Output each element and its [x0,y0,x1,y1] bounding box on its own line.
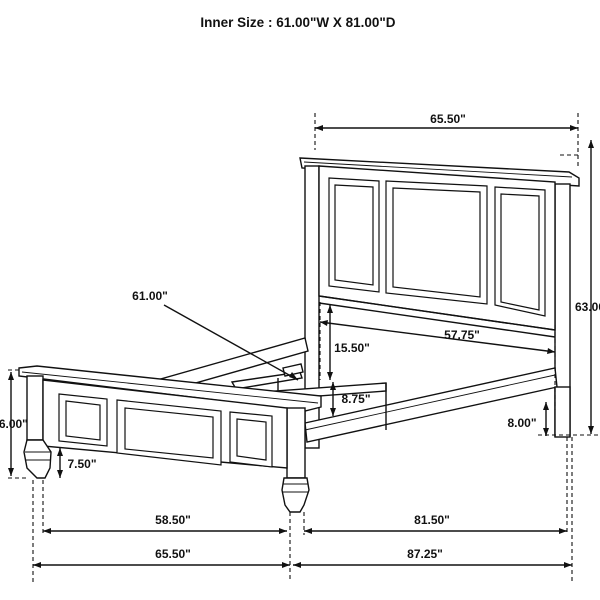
dimension-lines [8,113,600,582]
label-side-rail-length: 81.50" [414,513,450,527]
label-overall-length: 87.25" [407,547,443,561]
label-headboard-width: 65.50" [430,112,466,126]
side-rails [148,337,558,443]
label-inner-width: 61.00" [132,289,168,303]
footboard [18,365,571,513]
label-headboard-inner-width: 57.75" [444,328,480,342]
label-headboard-height: 63.00" [575,300,600,314]
label-footboard-height: 36.00" [0,417,28,431]
label-rail-height: 8.75" [341,392,370,406]
headboard [299,157,580,449]
dimension-labels: 65.50" 63.00" 61.00" 57.75" 15.50" 8.75"… [0,112,600,561]
label-headboard-clearance: 15.50" [334,341,370,355]
label-footboard-inner-width: 58.50" [155,513,191,527]
label-overall-width: 65.50" [155,547,191,561]
label-rail-ground-clearance: 8.00" [507,416,536,430]
diagram-title: Inner Size : 61.00"W X 81.00"D [200,15,395,30]
label-leg-height: 7.50" [67,457,96,471]
